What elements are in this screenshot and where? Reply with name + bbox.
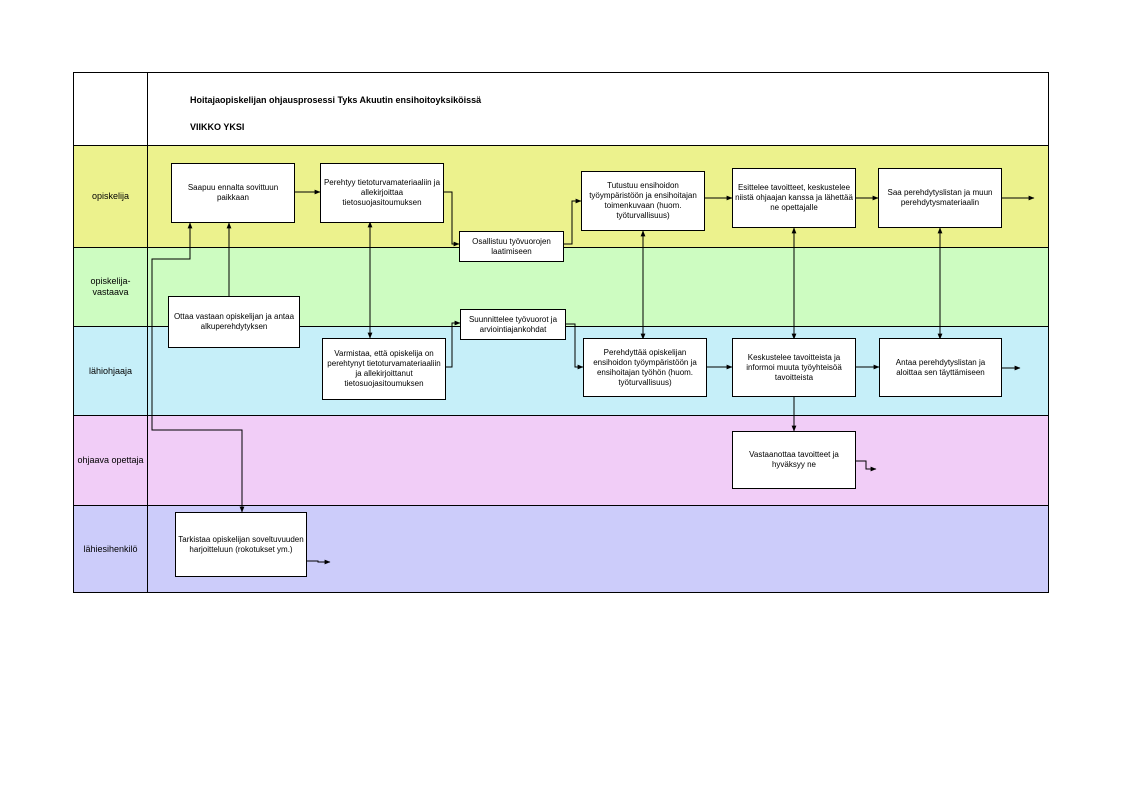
arrow-tarkistaa-to-saapuu [151,222,245,513]
step-osallistuu: Osallistuu työvuorojen laatimiseen [459,231,564,262]
step-saa-text: Saa perehdytyslistan ja muun perehdytysm… [887,188,993,207]
step-saa: Saa perehdytyslistan ja muun perehdytysm… [878,168,1002,228]
diagram-title: Hoitajaopiskelijan ohjausprosessi Tyks A… [190,95,482,105]
step-antaa-text: Antaa perehdytyslistan ja aloittaa sen t… [895,357,986,377]
step-tutustuu: Tutustuu ensihoidon työympäristöön ja en… [581,171,705,231]
step-varmistaa-text: Varmistaa, että opiskelija on perehtynyt… [327,349,441,388]
step-ottaa: Ottaa vastaan opiskelijan ja antaa alkup… [168,296,300,348]
step-antaa: Antaa perehdytyslistan ja aloittaa sen t… [879,338,1002,397]
step-osallistuu-text: Osallistuu työvuorojen laatimiseen [472,236,551,256]
step-perehtyy-text: Perehtyy tietoturvamateriaaliin ja allek… [323,178,441,207]
step-suunnittelee: Suunnittelee työvuorot ja arviointiajank… [460,309,566,340]
arrow-varmistaa-to-suunnittelee [446,320,461,368]
step-tarkistaa: Tarkistaa opiskelijan soveltuvuuden harj… [175,512,307,577]
lane-label-opiskelija: opiskelija [91,191,130,201]
step-esittelee-text: Esittelee tavoitteet, keskustelee niistä… [735,183,853,212]
step-varmistaa: Varmistaa, että opiskelija on perehtynyt… [322,338,446,400]
step-ottaa-text: Ottaa vastaan opiskelijan ja antaa alkup… [173,312,295,331]
arrow-perehtyy-to-osallistuu [444,191,460,247]
step-perehtyy: Perehtyy tietoturvamateriaaliin ja allek… [320,163,444,223]
step-saapuu: Saapuu ennalta sovittuun paikkaan [171,163,295,223]
step-keskustelee-text: Keskustelee tavoitteista ja informoi muu… [746,352,842,382]
step-tarkistaa-text: Tarkistaa opiskelijan soveltuvuuden harj… [178,534,304,554]
arrow-vastaanottaa-out [856,460,877,472]
label-column-divider [147,72,148,593]
arrow-tarkistaa-out [307,559,331,565]
step-perehdyttaa: Perehdyttää opiskelijan ensihoidon työym… [583,338,707,397]
step-saapuu-text: Saapuu ennalta sovittuun paikkaan [187,183,279,202]
lane-label-lahiesihenkilo: lähiesihenkilö [83,543,138,554]
step-keskustelee: Keskustelee tavoitteista ja informoi muu… [732,338,856,397]
step-vastaanottaa-text: Vastaanottaa tavoitteet ja hyväksyy ne [749,450,839,469]
step-esittelee: Esittelee tavoitteet, keskustelee niistä… [732,168,856,228]
step-vastaanottaa: Vastaanottaa tavoitteet ja hyväksyy ne [732,431,856,489]
lane-label-lahiohjaaja: lähiohjaaja [88,365,133,376]
step-perehdyttaa-text: Perehdyttää opiskelijan ensihoidon työym… [593,347,697,387]
step-suunnittelee-text: Suunnittelee työvuorot ja arviointiajank… [468,314,558,334]
arrow-suunnittelee-to-perehdyttaa [566,323,584,370]
week-label: VIIKKO YKSI [190,122,245,132]
arrow-osallistuu-to-tutustuu [564,198,582,245]
lane-label-opiskelijavastaava: opiskelija- vastaava [90,276,131,297]
step-tutustuu-text: Tutustuu ensihoidon työympäristöön ja en… [589,181,697,220]
lane-label-ohjaava-opettaja: ohjaava opettaja [77,455,144,465]
header-area [73,72,1049,146]
